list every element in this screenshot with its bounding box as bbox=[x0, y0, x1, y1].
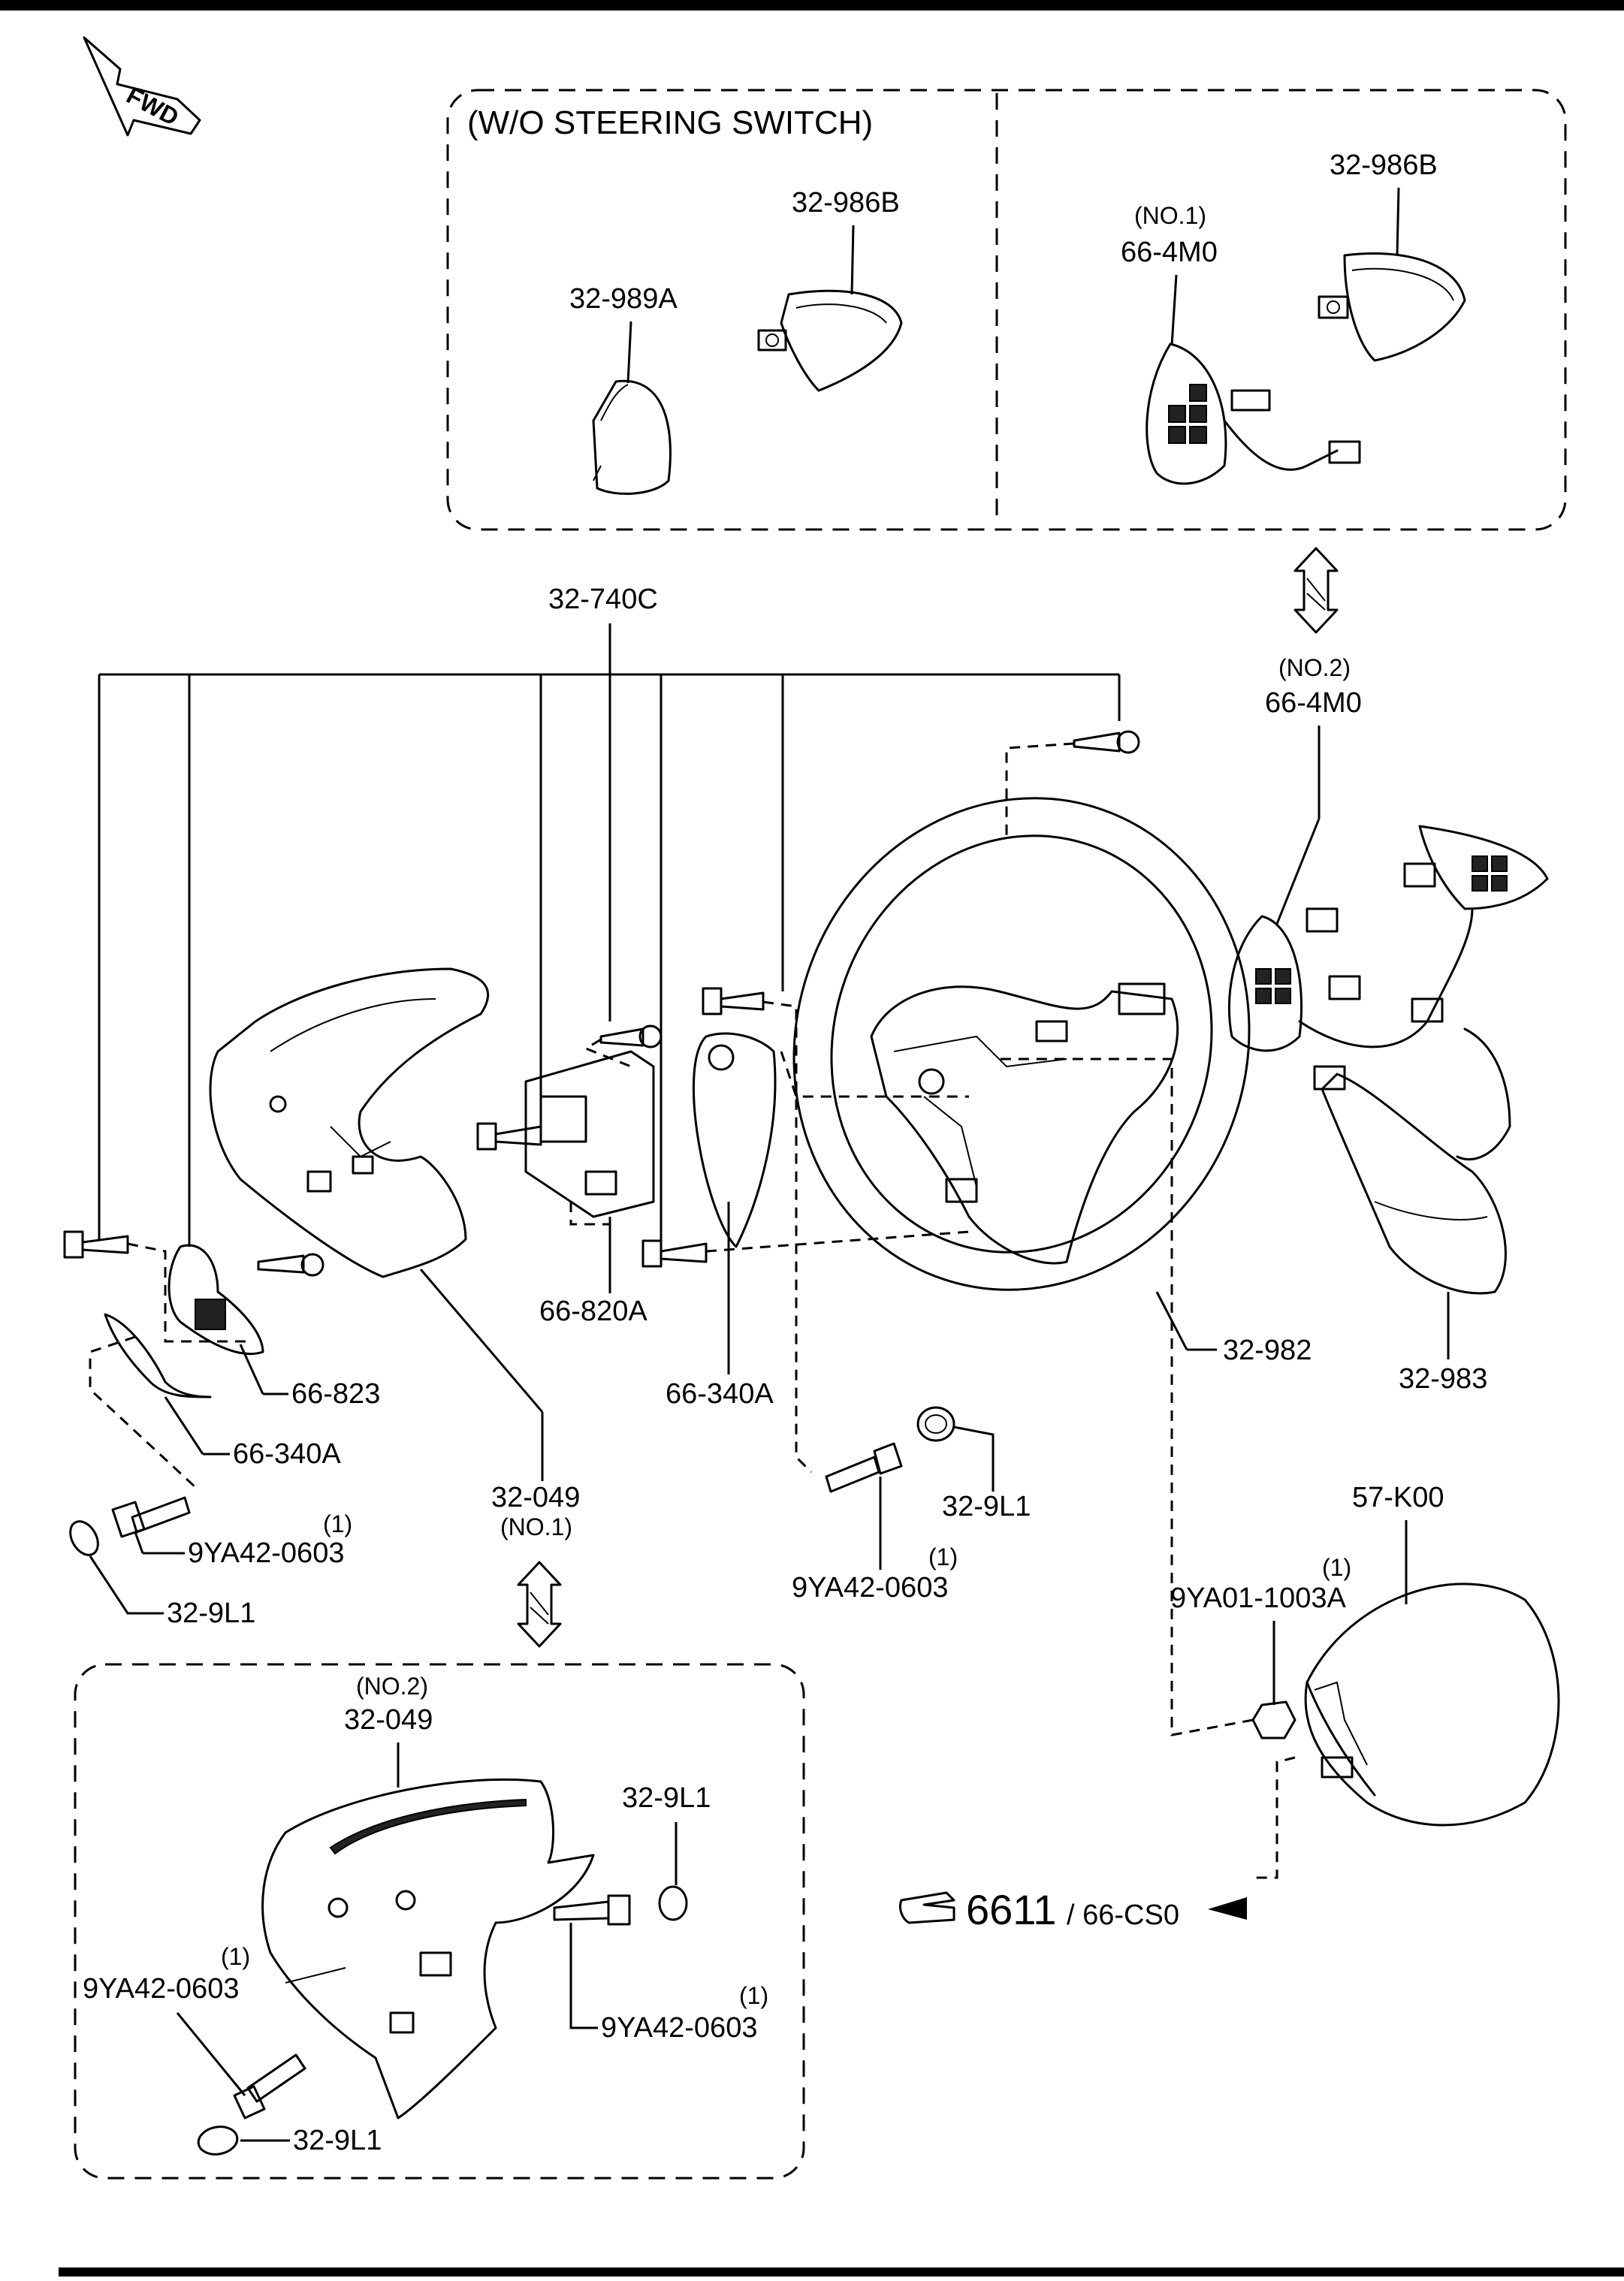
label-9YA42-0603-inset-right-qty: (1) bbox=[739, 1982, 768, 2009]
fwd-arrow-icon: FWD bbox=[83, 36, 201, 137]
cover-66-340A-left-shape bbox=[89, 1313, 212, 1489]
label-9YA42-0603-inset-left: 9YA42-0603 bbox=[83, 1973, 239, 2005]
bolt-9YA42-0603-inset-left-icon bbox=[233, 2053, 306, 2120]
label-no1-note: (NO.1) bbox=[1134, 202, 1206, 229]
cover-32-989A-shape bbox=[592, 379, 672, 495]
label-9YA42-0603-center: 9YA42-0603 bbox=[792, 1572, 948, 1604]
airbag-57-K00-shape bbox=[1304, 1583, 1560, 1827]
label-32-740C: 32-740C bbox=[548, 584, 658, 615]
cap-32-9L1-inset-right-icon bbox=[658, 1885, 688, 1921]
label-32-986B-left: 32-986B bbox=[792, 187, 900, 219]
leader-32-049-main-b bbox=[419, 1269, 544, 1413]
leader-9YA42-0603-inset-right bbox=[569, 1923, 598, 2029]
label-9YA42-0603-center-qty: (1) bbox=[928, 1543, 958, 1570]
reference-suffix: / 66-CS0 bbox=[1067, 1899, 1179, 1931]
switch-66-4M0-no1-shape bbox=[1146, 342, 1361, 485]
screw-left-icon bbox=[257, 1253, 324, 1277]
label-32-9L1-inset-left: 32-9L1 bbox=[293, 2125, 382, 2156]
label-32-049-main: 32-049 bbox=[491, 1482, 580, 1513]
bolt-9YA42-0603-inset-right-icon bbox=[553, 1894, 631, 1926]
interchange-arrow-bottom-icon bbox=[517, 1561, 562, 1648]
bolt-center-left-icon bbox=[641, 1230, 970, 1268]
screw-top-right-icon bbox=[1005, 730, 1140, 841]
cover-32-986B-right-shape bbox=[1318, 252, 1466, 362]
reference-number: 6611 bbox=[966, 1886, 1056, 1933]
bottom-inset-part: 32-049 bbox=[344, 1704, 433, 1736]
leader-32-9L1-left bbox=[89, 1555, 164, 1615]
label-9YA42-0603-inset-left-qty: (1) bbox=[221, 1943, 250, 1970]
leader-9YA42-0603-inset-left bbox=[176, 2012, 246, 2096]
leader-32-986B-right bbox=[1396, 187, 1400, 256]
bolt-9YA42-0603-left-icon bbox=[111, 1496, 191, 1538]
cover-66-340A-center-shape bbox=[692, 1032, 969, 1248]
bolt-lower-left-icon bbox=[63, 1230, 248, 1343]
top-inset-title: (W/O STEERING SWITCH) bbox=[467, 104, 873, 141]
label-32-9L1-inset-right: 32-9L1 bbox=[622, 1782, 711, 1814]
screw-upper-center-icon bbox=[583, 1024, 663, 1068]
leader-32-989A bbox=[626, 321, 632, 384]
top-frame-bar bbox=[0, 0, 1624, 11]
label-32-983: 32-983 bbox=[1399, 1363, 1487, 1395]
cap-32-9L1-left-icon bbox=[69, 1520, 99, 1556]
leader-66-4M0-no2-b bbox=[1275, 818, 1321, 925]
cap-32-9L1-inset-left-icon bbox=[197, 2126, 239, 2156]
cover-32-986B-left-shape bbox=[757, 289, 903, 392]
interchange-arrow-top-icon bbox=[1293, 547, 1339, 634]
rear-cover-32-049-no2-shape bbox=[261, 1778, 595, 2120]
nut-9YA01-1003A-icon bbox=[999, 1058, 1296, 1879]
cover-66-820A-shape bbox=[524, 1050, 655, 1277]
label-32-982: 32-982 bbox=[1223, 1335, 1312, 1366]
bolt-9YA42-0603-center-icon bbox=[825, 1442, 903, 1493]
label-9YA42-0603-left: 9YA42-0603 bbox=[188, 1537, 344, 1569]
label-9YA42-0603-left-qty: (1) bbox=[323, 1510, 352, 1537]
switch-66-823-shape bbox=[168, 1244, 264, 1356]
label-66-823: 66-823 bbox=[291, 1378, 380, 1410]
label-9YA42-0603-inset-right: 9YA42-0603 bbox=[601, 2012, 757, 2044]
leader-32-9L1-center bbox=[953, 1426, 995, 1492]
label-32-740C-bracket bbox=[98, 623, 1121, 1247]
label-57-K00: 57-K00 bbox=[1352, 1482, 1444, 1513]
leader-9YA42-0603-left-b bbox=[134, 1531, 144, 1554]
bolt-left-center-icon bbox=[476, 1122, 542, 1151]
label-66-340A-left: 66-340A bbox=[233, 1438, 341, 1470]
label-32-9L1-center: 32-9L1 bbox=[942, 1491, 1031, 1522]
label-66-340A-center: 66-340A bbox=[666, 1378, 774, 1410]
label-32-9L1-left: 32-9L1 bbox=[167, 1598, 255, 1629]
label-66-4M0-no2: 66-4M0 bbox=[1265, 687, 1362, 719]
steering-wheel-32-982-shape bbox=[792, 797, 1251, 1291]
label-32-986B-right: 32-986B bbox=[1330, 149, 1438, 181]
cap-32-9L1-center-icon bbox=[916, 1406, 955, 1442]
cover-32-983-shape bbox=[1321, 1027, 1511, 1295]
label-9YA01-1003A-qty: (1) bbox=[1322, 1554, 1351, 1581]
label-66-4M0-no1: 66-4M0 bbox=[1121, 237, 1218, 268]
label-no2-note: (NO.2) bbox=[1278, 654, 1351, 681]
switch-66-4M0-no2-shape bbox=[1227, 825, 1549, 1091]
bottom-inset-note: (NO.2) bbox=[356, 1673, 428, 1700]
label-32-049-main-note: (NO.1) bbox=[500, 1513, 572, 1540]
bottom-frame-bar bbox=[59, 2267, 1624, 2276]
label-32-989A: 32-989A bbox=[569, 283, 678, 315]
label-66-820A: 66-820A bbox=[539, 1296, 647, 1327]
leader-66-340A-left-b bbox=[164, 1396, 204, 1455]
leader-66-4M0-no1 bbox=[1170, 274, 1178, 346]
bolt-mid-icon bbox=[702, 987, 813, 1474]
label-9YA01-1003A: 9YA01-1003A bbox=[1170, 1583, 1346, 1614]
rear-cover-32-049-shape bbox=[209, 967, 489, 1278]
leader-32-986B-left bbox=[850, 225, 855, 295]
top-inset-frame bbox=[446, 89, 1567, 531]
bottom-inset-frame bbox=[74, 1663, 805, 2180]
reference-hand-icon bbox=[898, 1891, 955, 1924]
leader-66-823-b bbox=[239, 1344, 264, 1395]
reference-arrow-icon bbox=[1208, 1897, 1247, 1920]
